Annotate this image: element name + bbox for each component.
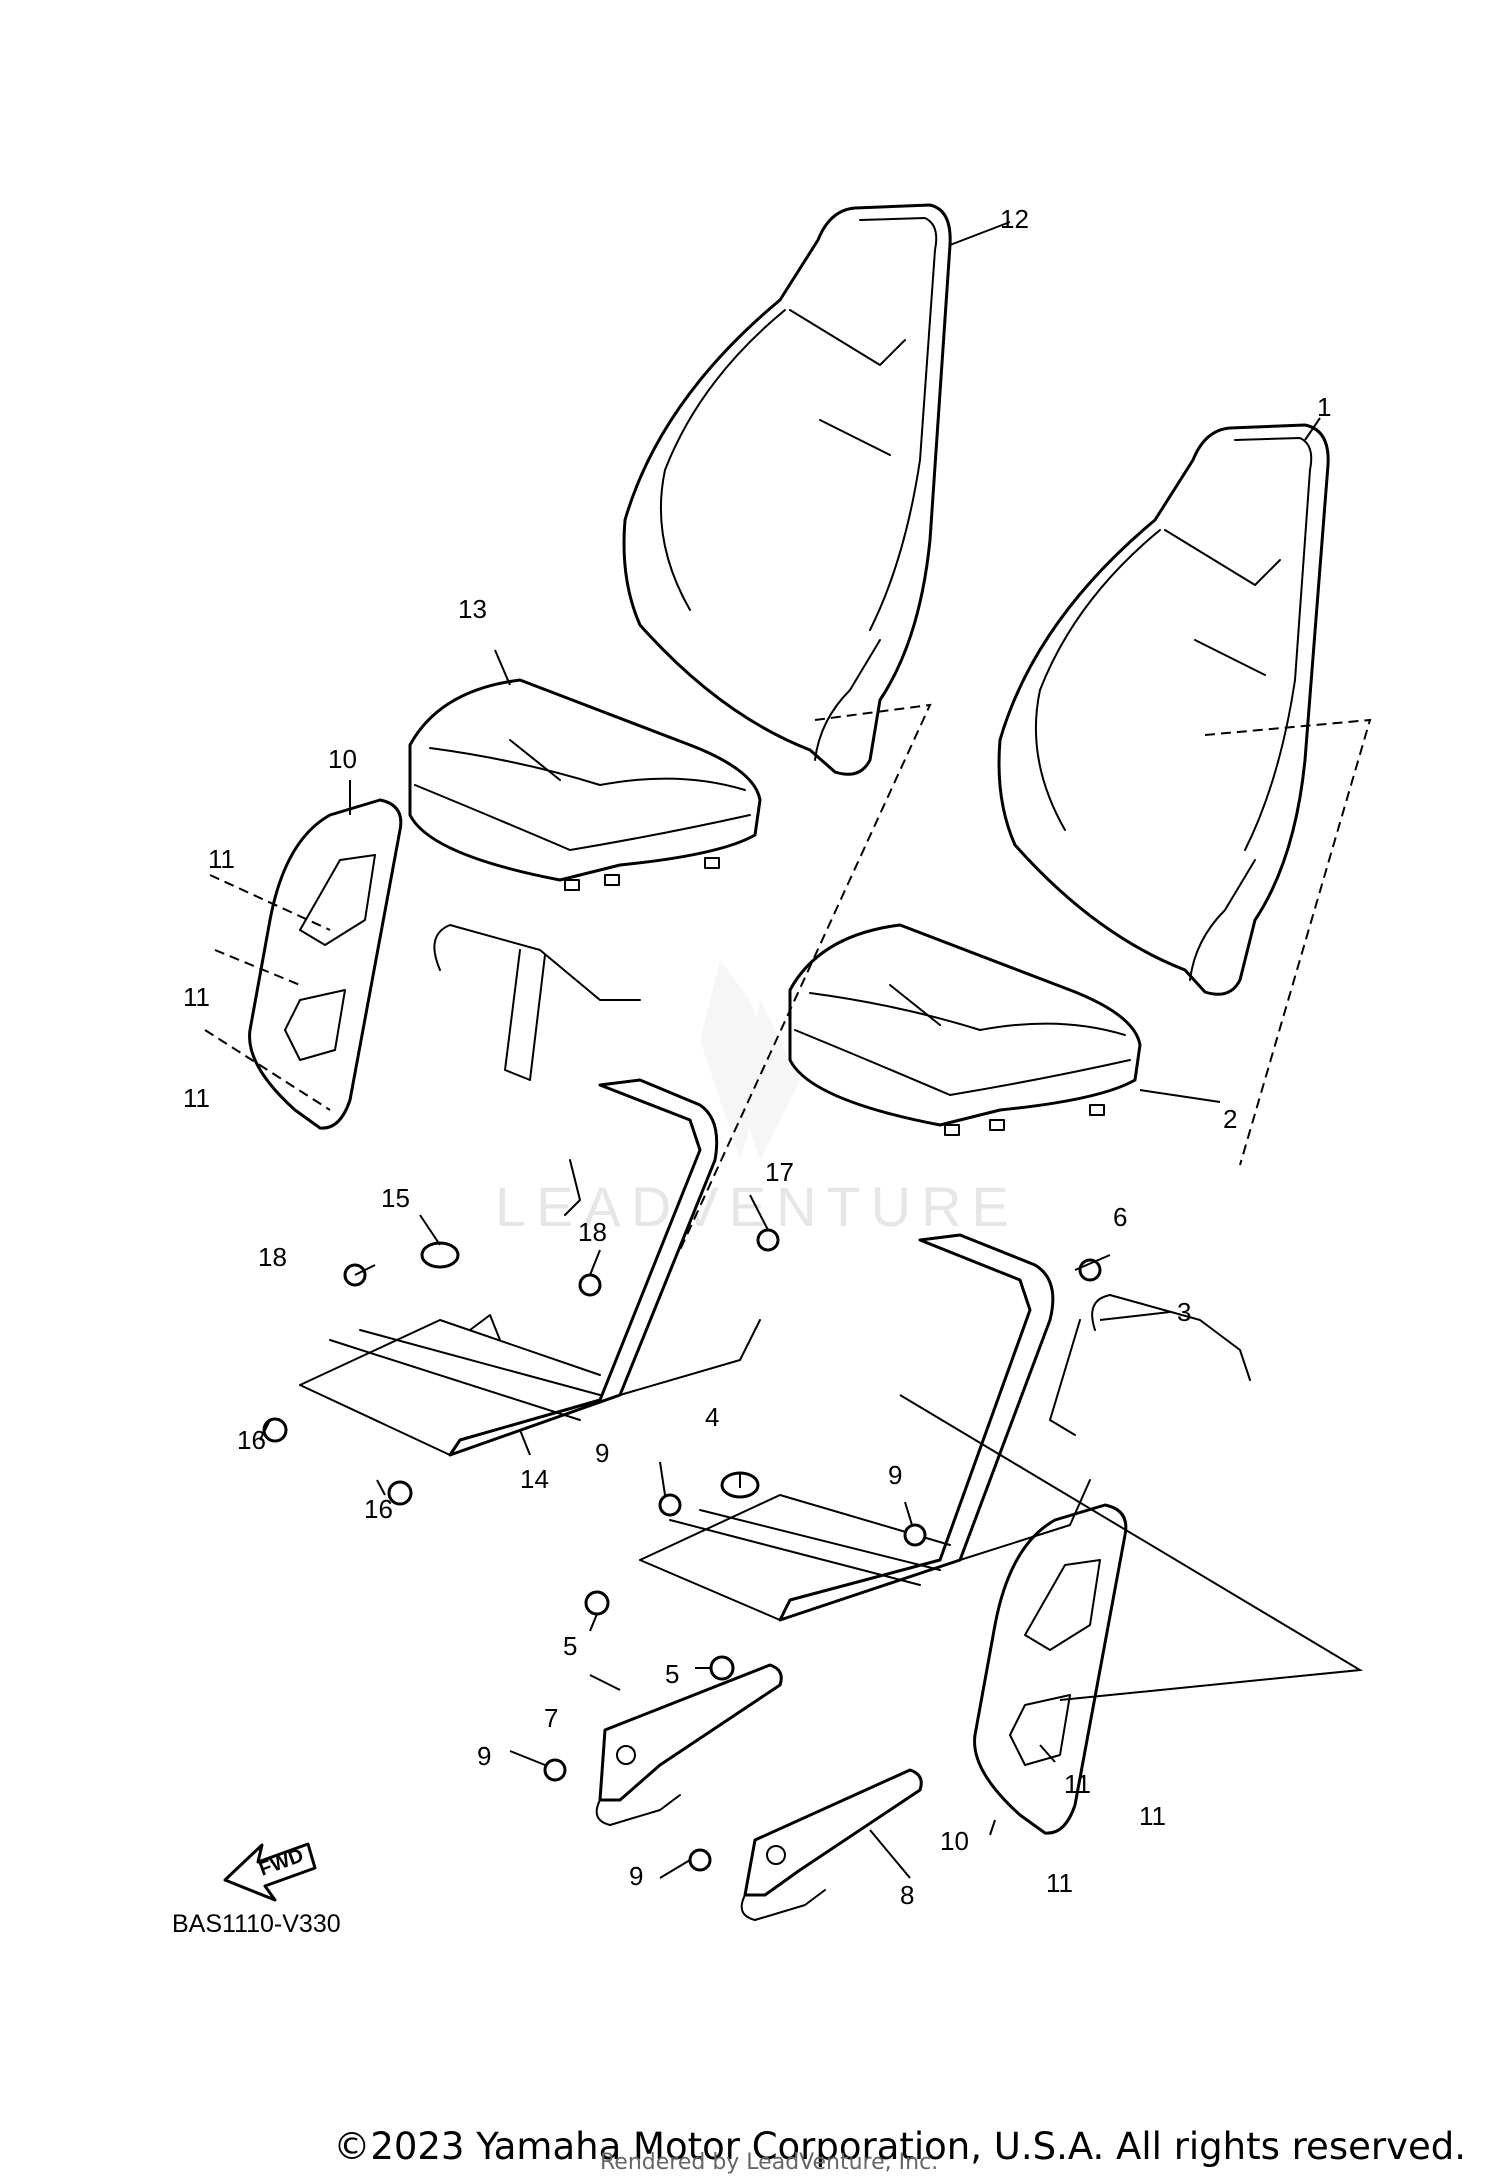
callout-8: 8: [900, 1880, 914, 1910]
callout-18-b: 18: [578, 1217, 607, 1247]
seat-back-12: [622, 203, 952, 776]
drawing-code: BAS1110-V330: [172, 1910, 341, 1938]
callout-6: 6: [1113, 1202, 1127, 1232]
seat-back-1: [997, 423, 1330, 996]
seat-rail-8: [740, 1768, 923, 1921]
cap-16-a: [262, 1417, 288, 1443]
callout-10-a: 10: [328, 744, 357, 774]
seat-frame-3: [639, 1233, 1251, 1622]
grommet-15: [420, 1241, 460, 1269]
callout-14: 14: [520, 1464, 549, 1494]
callout-11-e: 11: [1139, 1801, 1166, 1831]
bolt-9-c: [543, 1758, 567, 1782]
callout-11-a: 11: [208, 844, 235, 874]
callout-4: 4: [705, 1402, 719, 1432]
seat-cushion-2: [788, 923, 1142, 1136]
cap-5-b: [709, 1655, 735, 1681]
fwd-arrow-icon: FWD: [223, 1842, 317, 1902]
callout-17: 17: [765, 1157, 794, 1187]
cap-16-b: [387, 1480, 413, 1506]
side-panel-10-right: [973, 1503, 1128, 1835]
callout-18-a: 18: [258, 1242, 287, 1272]
leader-lines: [259, 221, 1321, 1879]
callout-9-b: 9: [888, 1460, 902, 1490]
callout-2: 2: [1223, 1104, 1237, 1134]
bolt-17: [756, 1228, 780, 1252]
assembly-lines: [204, 703, 1372, 1701]
callout-15: 15: [381, 1183, 410, 1213]
seat-frame-14: [299, 924, 761, 1457]
callout-11-b: 11: [183, 982, 210, 1012]
callout-11-c: 11: [183, 1083, 210, 1113]
leadventure-flame-logo: [700, 960, 800, 1160]
callout-10-b: 10: [940, 1826, 969, 1856]
callout-11-f: 11: [1046, 1868, 1073, 1898]
seat-cushion-13: [408, 678, 762, 891]
callouts: 12 1 13 10 11 11 11 2 17 15 18 18 6 3 16…: [183, 204, 1331, 1910]
side-panel-10-left: [248, 798, 403, 1130]
rendered-by-notice: Rendered by LeadVenture, Inc.: [600, 2150, 939, 2175]
callout-9-a: 9: [595, 1438, 609, 1468]
seat-rail-7: [595, 1663, 783, 1826]
bolt-9-a: [658, 1493, 682, 1517]
callout-11-d: 11: [1064, 1769, 1091, 1799]
bolt-9-b: [903, 1523, 927, 1547]
callout-13: 13: [458, 594, 487, 624]
callout-5-b: 5: [665, 1659, 679, 1689]
callout-3: 3: [1177, 1297, 1191, 1327]
bolt-9-d: [688, 1848, 712, 1872]
callout-16-a: 16: [237, 1425, 266, 1455]
callout-12: 12: [1000, 204, 1029, 234]
copyright-notice: ©2023 Yamaha Motor Corporation, U.S.A. A…: [333, 2125, 1466, 2168]
callout-5-a: 5: [563, 1631, 577, 1661]
callout-16-b: 16: [364, 1494, 393, 1524]
watermark-text: LEADVENTURE: [495, 1175, 1019, 1238]
fasteners: [262, 1228, 1102, 1872]
cap-5-a: [584, 1590, 610, 1616]
bolt-18-b: [578, 1273, 602, 1297]
callout-9-c: 9: [477, 1741, 491, 1771]
callout-9-d: 9: [629, 1861, 643, 1891]
callout-1: 1: [1317, 392, 1331, 422]
watermark: LEADVENTURE: [495, 960, 1019, 1238]
callout-7: 7: [544, 1703, 558, 1733]
